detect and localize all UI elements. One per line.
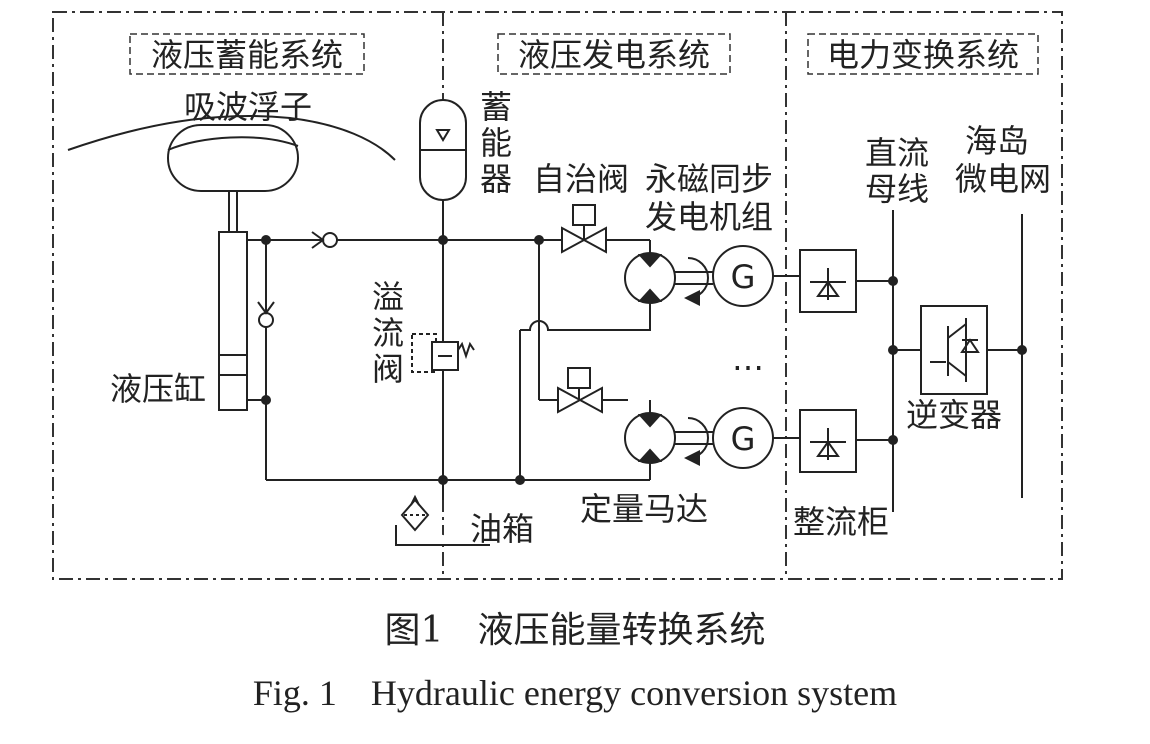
pmsg-label-line1: 永磁同步 [645, 160, 773, 198]
caption-zh-title: 液压能量转换系统 [477, 610, 766, 651]
auto-valve-2 [557, 367, 603, 414]
section-conversion: 电力变换系统 [807, 33, 1039, 75]
inverter-label: 逆变器 [906, 396, 1002, 434]
shafts [675, 257, 713, 466]
pmsg-label-line2: 发电机组 [645, 198, 773, 236]
generator-1: G [712, 245, 774, 307]
float-label: 吸波浮子 [184, 88, 312, 126]
auto-valve-1 [561, 204, 607, 254]
relief-valve-label-3: 阀 [372, 350, 404, 388]
ac-links [773, 275, 893, 441]
wave-line [67, 114, 396, 161]
inverter-symbol [893, 305, 1022, 395]
generator-2-symbol: G [731, 420, 756, 458]
section-conversion-title: 电力变换系统 [827, 36, 1019, 74]
microgrid-label-line1: 海岛 [965, 122, 1029, 160]
accumulator-label-1: 蓄 [480, 88, 512, 126]
rectifier-1 [799, 249, 857, 313]
check-valve-loop [257, 301, 275, 328]
relief-valve-symbol [411, 333, 475, 373]
dc-bus-label-line1: 直流 [865, 134, 929, 172]
section-storage-title: 液压蓄能系统 [151, 36, 343, 74]
accumulator-label-2: 能 [480, 124, 512, 162]
caption-en-number: Fig. 1 [252, 673, 337, 713]
section-generation: 液压发电系统 [497, 33, 731, 75]
relief-valve-label-1: 溢 [372, 278, 404, 316]
rectifier-2 [799, 409, 857, 473]
float-buoy [167, 124, 299, 192]
accumulator-label-3: 器 [480, 160, 512, 198]
caption-en-title: Hydraulic energy conversion system [370, 673, 898, 713]
caption-zh: 图1 液压能量转换系统 [0, 601, 1150, 653]
section-generation-title: 液压发电系统 [518, 36, 710, 74]
relief-valve-label-2: 流 [372, 314, 404, 352]
accumulator-symbol [419, 99, 467, 201]
tank-label: 油箱 [470, 510, 534, 548]
check-valve [311, 231, 338, 249]
dc-bus-label-line2: 母线 [865, 170, 929, 208]
auto-valve-label: 自治阀 [533, 160, 629, 198]
rectifier-label: 整流柜 [793, 503, 889, 541]
microgrid-label-line2: 微电网 [955, 160, 1051, 198]
hydraulic-cylinder [218, 191, 266, 411]
motor-label: 定量马达 [580, 490, 708, 528]
generator-2: G [712, 407, 774, 469]
motor-2 [624, 412, 676, 464]
caption-en: Fig. 1 Hydraulic energy conversion system [0, 672, 1150, 714]
ellipsis-label: … [732, 340, 764, 378]
section-storage: 液压蓄能系统 [129, 33, 365, 75]
oil-tank-symbol [395, 494, 490, 546]
generator-1-symbol: G [731, 258, 756, 296]
motor-1 [624, 252, 676, 304]
cylinder-label: 液压缸 [110, 370, 206, 408]
hydraulic-system-diagram: 液压蓄能系统 液压发电系统 电力变换系统 吸波浮子 液压缸 [52, 11, 1063, 580]
caption-zh-number: 图1 [384, 610, 444, 651]
